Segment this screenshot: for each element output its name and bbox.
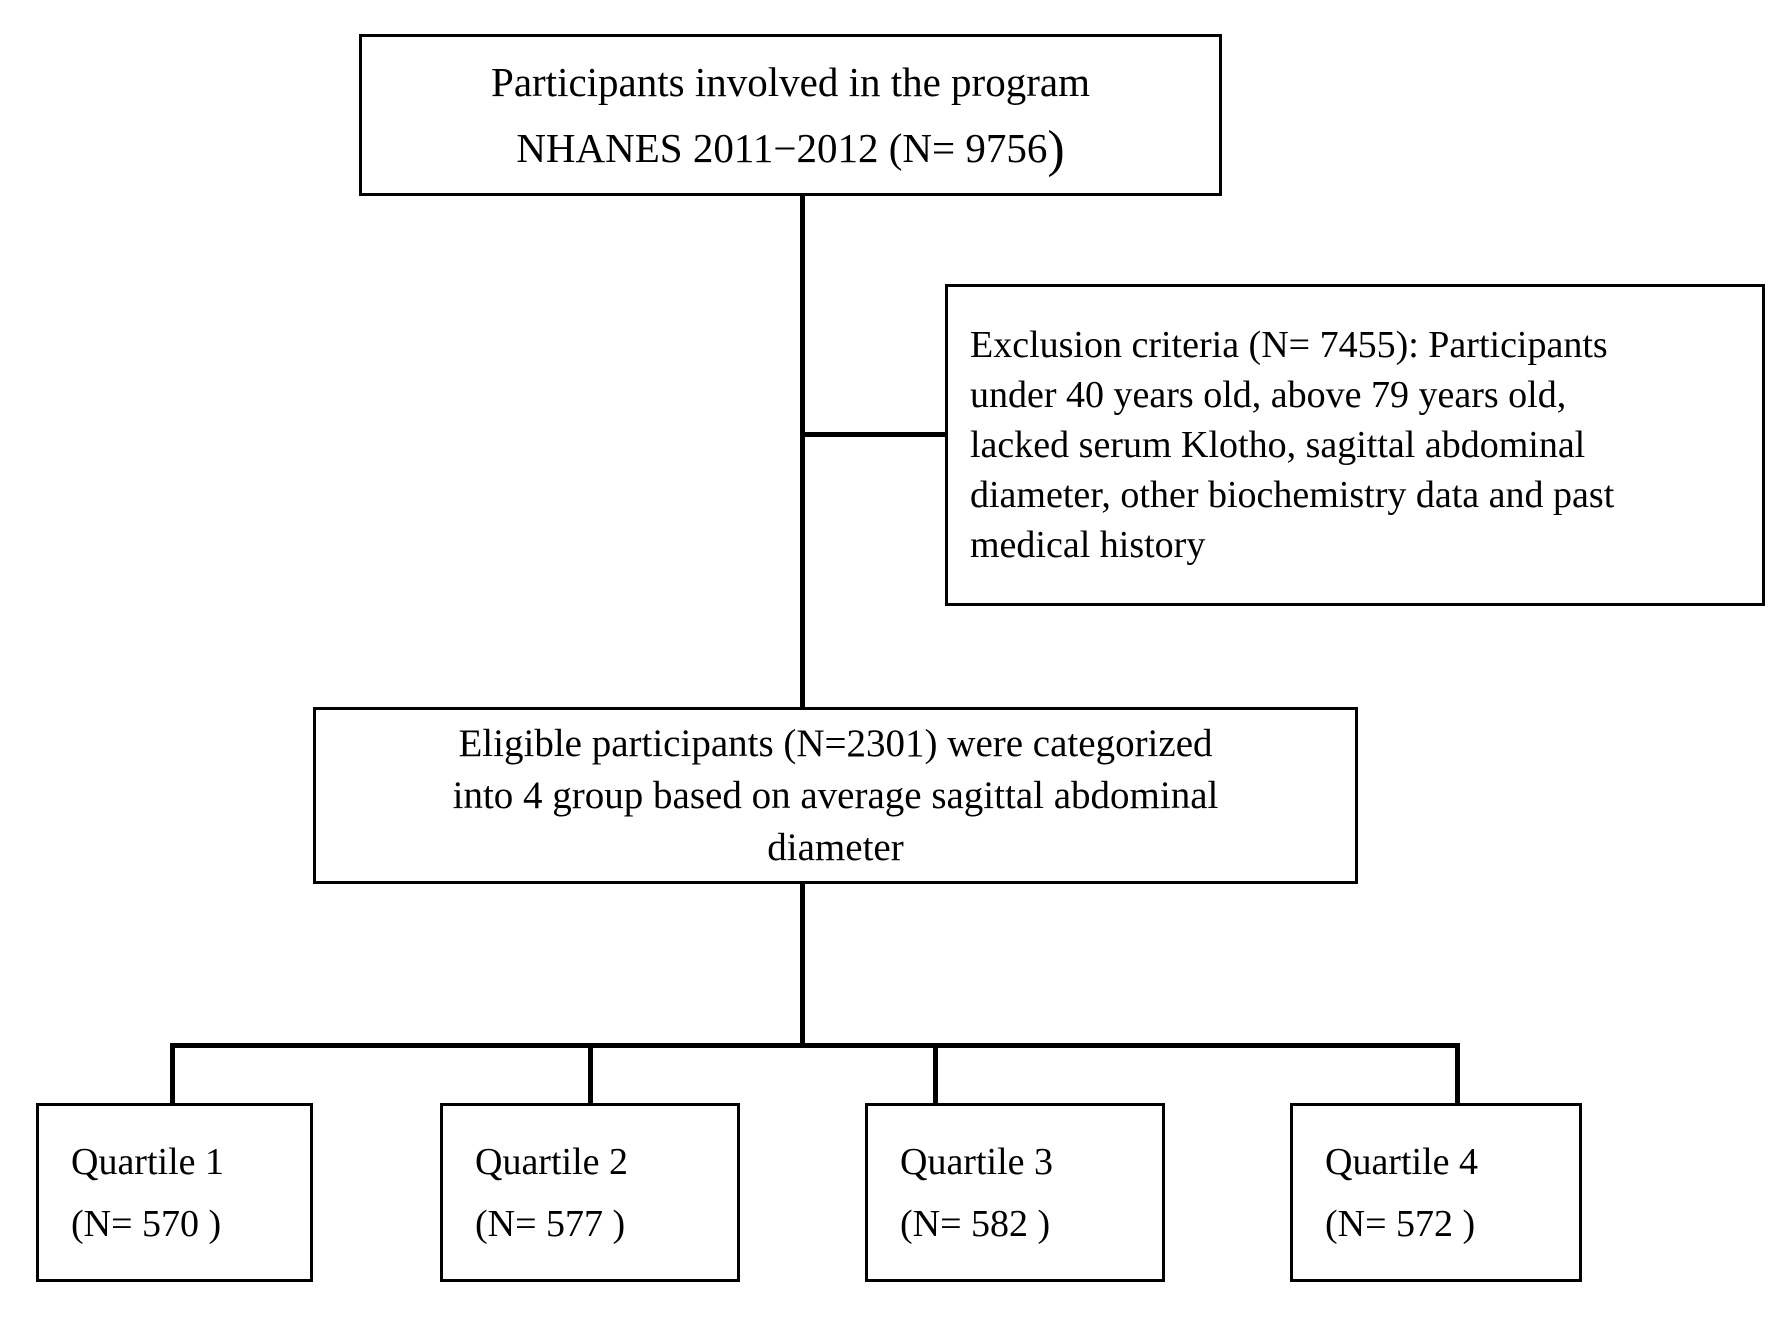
quartile-4-count: (N= 572 ) <box>1325 1202 1476 1245</box>
quartile-1-box: Quartile 1 (N= 570 ) <box>36 1103 313 1282</box>
eligible-participants-box: Eligible participants (N=2301) were cate… <box>313 707 1358 884</box>
quartile-4-box: Quartile 4 (N= 572 ) <box>1290 1103 1582 1282</box>
quartile-3-box: Quartile 3 (N= 582 ) <box>865 1103 1165 1282</box>
exclusion-criteria-box: Exclusion criteria (N= 7455): Participan… <box>945 284 1765 606</box>
quartile-1-count: (N= 570 ) <box>71 1202 222 1245</box>
eligible-line-3: diameter <box>767 825 904 869</box>
enrollment-line-2: NHANES 2011−2012 (N= 9756) <box>516 115 1064 181</box>
quartile-4-label: Quartile 4 <box>1325 1140 1479 1183</box>
exclusion-line-3: lacked serum Klotho, sagittal abdominal <box>970 424 1586 466</box>
connector-to-exclusion <box>800 432 948 437</box>
connector-spine-lower <box>800 884 805 1046</box>
eligible-line-2: into 4 group based on average sagittal a… <box>452 773 1219 817</box>
quartile-1-label: Quartile 1 <box>71 1140 225 1183</box>
quartile-3-count: (N= 582 ) <box>900 1202 1051 1245</box>
enrollment-line-1: Participants involved in the program <box>491 59 1090 105</box>
connector-branch-bar <box>170 1043 1460 1048</box>
connector-drop-quartile-2 <box>588 1046 593 1105</box>
enrollment-line-2-text: NHANES 2011−2012 (N= 9756 <box>516 125 1048 171</box>
quartile-3-label: Quartile 3 <box>900 1140 1054 1183</box>
connector-spine-upper <box>800 196 805 437</box>
exclusion-line-4: diameter, other biochemistry data and pa… <box>970 474 1615 516</box>
eligible-line-1: Eligible participants (N=2301) were cate… <box>458 721 1213 765</box>
exclusion-line-5: medical history <box>970 524 1206 566</box>
quartile-2-box: Quartile 2 (N= 577 ) <box>440 1103 740 1282</box>
exclusion-line-1: Exclusion criteria (N= 7455): Participan… <box>970 324 1608 366</box>
quartile-2-count: (N= 577 ) <box>475 1202 626 1245</box>
quartile-2-label: Quartile 2 <box>475 1140 629 1183</box>
enrollment-closing-paren: ) <box>1047 121 1065 178</box>
enrollment-box: Participants involved in the program NHA… <box>359 34 1222 196</box>
connector-drop-quartile-1 <box>170 1046 175 1105</box>
connector-spine-middle <box>800 437 805 709</box>
connector-drop-quartile-3 <box>933 1046 938 1105</box>
connector-drop-quartile-4 <box>1455 1046 1460 1105</box>
exclusion-line-2: under 40 years old, above 79 years old, <box>970 374 1567 416</box>
